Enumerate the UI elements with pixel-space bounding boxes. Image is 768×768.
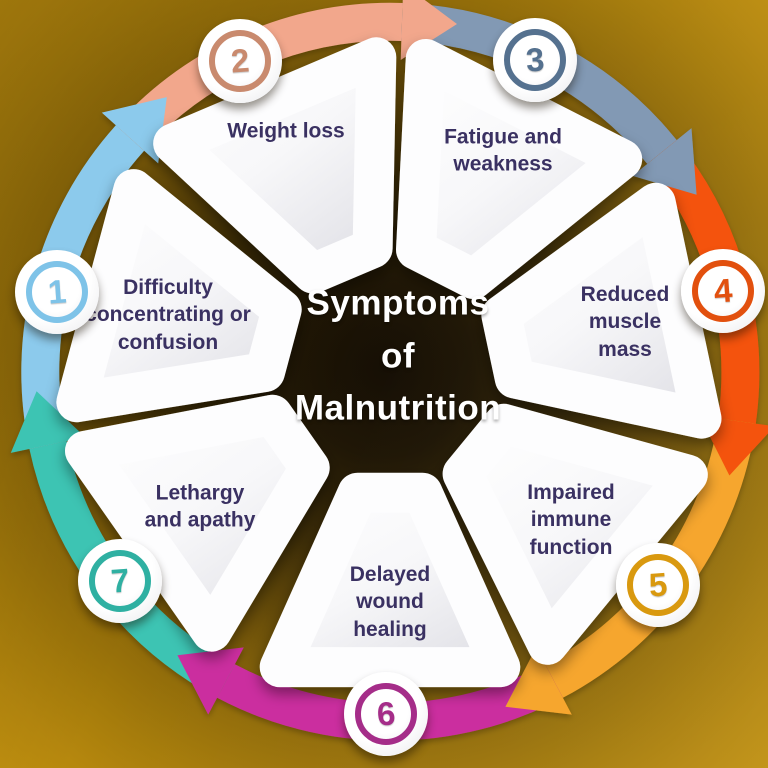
step-badge-2: 2 [198, 19, 282, 103]
segment-shape-7 [65, 394, 330, 652]
step-badge-5: 5 [616, 543, 700, 627]
segment-shape-5 [442, 403, 708, 665]
diagram-title: Symptoms of Malnutrition [238, 277, 558, 435]
step-label-7: Lethargy and apathy [144, 481, 256, 532]
step-badge-ring: 4 [692, 260, 754, 322]
step-badge-1: 1 [15, 250, 99, 334]
diagram-title-line-2: of [380, 335, 416, 375]
step-number: 2 [229, 41, 251, 80]
step-badge-6: 6 [344, 672, 428, 756]
step-label-6: Delayed wound healing [349, 563, 431, 641]
step-badge-ring: 3 [504, 29, 566, 91]
step-label-5: Impaired immune function [527, 481, 615, 559]
step-badge-7: 7 [78, 539, 162, 623]
step-badge-ring: 2 [209, 30, 271, 92]
step-number: 4 [712, 271, 734, 310]
step-number: 5 [647, 565, 669, 604]
arrow-head-6-to-7-icon [177, 647, 244, 715]
segment-shape-1 [56, 169, 302, 423]
arrow-head-3-to-4-icon [632, 128, 697, 195]
step-badge-4: 4 [681, 249, 765, 333]
segment-wedges [56, 37, 722, 688]
segment-shape-2 [153, 37, 397, 294]
step-label-3: Fatigue and weakness [444, 125, 562, 176]
segment-shape-6 [259, 472, 521, 688]
step-number: 1 [46, 272, 68, 311]
arrow-head-1-to-2-icon [101, 97, 167, 164]
step-badge-ring: 7 [89, 550, 151, 612]
step-badge-ring: 6 [355, 683, 417, 745]
step-number: 7 [109, 561, 131, 600]
step-badge-3: 3 [493, 18, 577, 102]
arrow-head-5-to-6-icon [505, 647, 572, 715]
step-number: 6 [375, 694, 397, 733]
step-badge-ring: 1 [26, 261, 88, 323]
diagram-title-line-3: Malnutrition [294, 388, 502, 428]
step-label-4: Reduced muscle mass [580, 283, 670, 361]
step-label-1: Difficulty concentrating or confusion [85, 276, 251, 354]
step-badge-ring: 5 [627, 554, 689, 616]
step-label-2: Weight loss [227, 119, 345, 143]
segment-shape-3 [396, 39, 643, 300]
diagram-title-line-1: Symptoms [306, 283, 490, 323]
segment-shape-4 [481, 182, 722, 439]
arrow-head-7-to-1-icon [10, 391, 86, 453]
step-number: 3 [524, 40, 546, 79]
